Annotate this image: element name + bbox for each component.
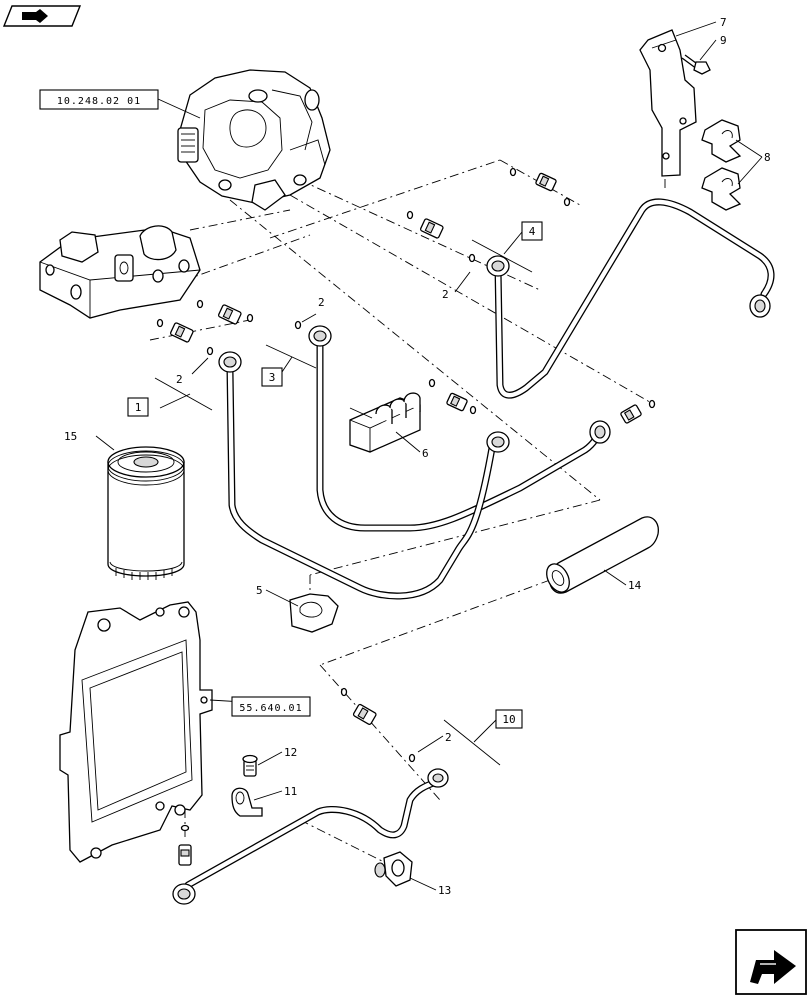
mounting-bracket — [639, 29, 697, 177]
item-box-10: 10 — [495, 709, 523, 729]
callout-2-pipe4: 2 — [442, 288, 449, 301]
callout-13: 13 — [438, 884, 451, 897]
item-box-10-label: 10 — [502, 713, 515, 726]
item-box-4: 4 — [521, 221, 543, 241]
callout-6: 6 — [422, 447, 429, 460]
callout-2-pipe10: 2 — [445, 731, 452, 744]
fuel-manifold-block — [39, 225, 201, 319]
next-page-arrow-icon[interactable] — [735, 929, 807, 995]
callout-2-pipe1: 2 — [176, 373, 183, 386]
clamp-bolt — [242, 754, 258, 777]
pump-reference-box[interactable]: 10.248.02 01 — [39, 89, 159, 110]
callout-5: 5 — [256, 584, 263, 597]
fuel-sensor — [374, 851, 413, 887]
item-box-3-label: 3 — [269, 371, 276, 384]
high-pressure-pump — [177, 69, 331, 211]
callout-14: 14 — [628, 579, 642, 592]
ecu-reference-label: 55.640.01 — [239, 703, 302, 714]
assembly-centerlines — [129, 159, 666, 871]
pipe-clamp — [289, 593, 339, 633]
item-box-1-label: 1 — [135, 401, 142, 414]
callout-2-pipe3: 2 — [318, 296, 325, 309]
fuel-pipes — [172, 198, 775, 905]
pipe-holder-clip — [349, 392, 421, 453]
p-clamp — [231, 787, 263, 817]
book-navigation-icon[interactable] — [2, 5, 82, 27]
callout-8: 8 — [764, 151, 771, 164]
item-box-4-label: 4 — [529, 225, 536, 238]
callout-labels: 2 2 2 2 5 6 7 8 9 11 12 13 14 15 — [64, 16, 771, 897]
callout-15: 15 — [64, 430, 77, 443]
bracket-bolt — [681, 54, 711, 75]
item-box-3: 3 — [261, 367, 283, 387]
protective-sleeve — [546, 516, 659, 594]
pump-reference-label: 10.248.02 01 — [57, 96, 141, 107]
item-box-1: 1 — [127, 397, 149, 417]
leader-lines — [95, 21, 763, 891]
ecu-reference-box[interactable]: 55.640.01 — [231, 696, 311, 717]
fittings — [156, 167, 656, 866]
callout-9: 9 — [720, 34, 727, 47]
callout-11: 11 — [284, 785, 297, 798]
fuel-filter — [107, 446, 185, 580]
callout-12: 12 — [284, 746, 297, 759]
engine-control-unit — [59, 601, 213, 863]
callout-7: 7 — [720, 16, 727, 29]
pipe-clips — [701, 119, 742, 211]
